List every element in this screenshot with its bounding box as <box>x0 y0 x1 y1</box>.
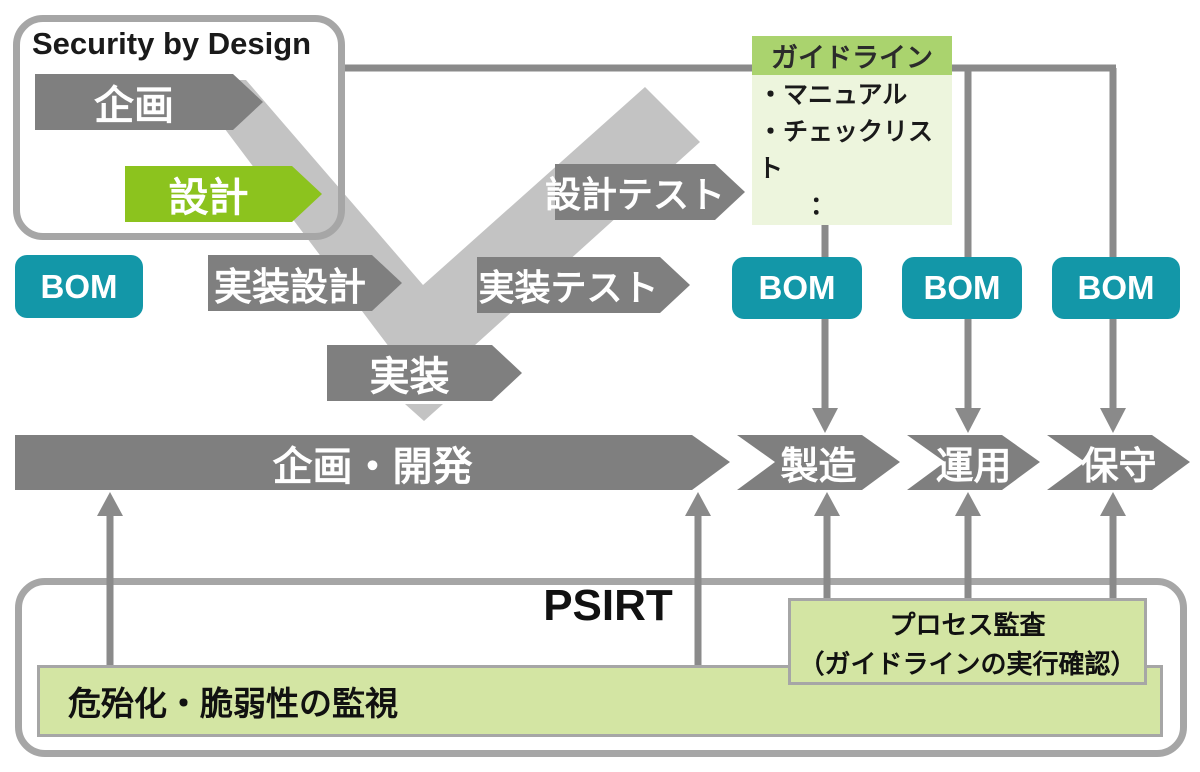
label-implementation: 実装 <box>369 355 450 399</box>
process-arrow-hoshu <box>1047 435 1190 490</box>
guideline-ellipsis: ： <box>810 192 836 220</box>
label-design-test: 設計テスト <box>545 174 726 215</box>
up-arrowhead-5-icon <box>1100 492 1126 516</box>
label-impl-test: 実装テスト <box>478 267 659 308</box>
label-process-seizo: 製造 <box>780 446 857 488</box>
guideline-items: ・マニュアル ・チェックリスト ： <box>752 75 952 225</box>
down-arrowhead-hoshu-icon <box>1100 408 1126 433</box>
arrow-impl-test <box>477 257 690 313</box>
process-audit-title: プロセス監査 <box>889 610 1046 640</box>
security-by-design-title: Security by Design <box>32 26 312 61</box>
label-process-unyo: 運用 <box>935 446 1012 488</box>
arrow-design-test <box>555 164 745 220</box>
arrow-impl-design <box>208 255 402 311</box>
bom-badge-unyo: BOM <box>902 257 1022 319</box>
guideline-box: ガイドライン ・マニュアル ・チェックリスト ： <box>752 36 952 225</box>
v-down-arrowhead-icon <box>405 404 443 421</box>
psirt-label: PSIRT <box>543 581 673 630</box>
label-impl-design: 実装設計 <box>213 266 366 309</box>
guideline-item-manual: ・マニュアル <box>758 81 908 109</box>
up-arrowhead-1-icon <box>97 492 123 516</box>
process-audit-subtitle: （ガイドラインの実行確認） <box>798 649 1137 679</box>
bom-badge-hoshu: BOM <box>1052 257 1180 319</box>
arrow-plan <box>35 74 263 130</box>
label-plan: 企画 <box>94 84 174 128</box>
guideline-item-checklist: ・チェックリスト <box>758 118 934 183</box>
arrow-implementation <box>327 345 522 401</box>
guideline-title: ガイドライン <box>752 36 952 75</box>
process-audit-box: プロセス監査 （ガイドラインの実行確認） <box>788 598 1147 685</box>
label-process-kikaku-kaihatsu: 企画・開発 <box>272 444 473 489</box>
down-arrowhead-seizo-icon <box>812 408 838 433</box>
arrow-design-green <box>125 166 322 222</box>
bom-badge-seizo: BOM <box>732 257 862 319</box>
process-arrow-kikaku-kaihatsu <box>15 435 730 490</box>
v-shape-band <box>188 80 700 392</box>
up-arrowhead-2-icon <box>685 492 711 516</box>
process-arrow-unyo <box>907 435 1040 490</box>
label-design: 設計 <box>168 176 249 220</box>
up-arrowhead-4-icon <box>955 492 981 516</box>
process-arrow-seizo <box>737 435 900 490</box>
bom-badge-dev: BOM <box>15 255 143 318</box>
up-arrowhead-3-icon <box>814 492 840 516</box>
down-arrowhead-unyo-icon <box>955 408 981 433</box>
label-process-hoshu: 保守 <box>1080 446 1157 488</box>
